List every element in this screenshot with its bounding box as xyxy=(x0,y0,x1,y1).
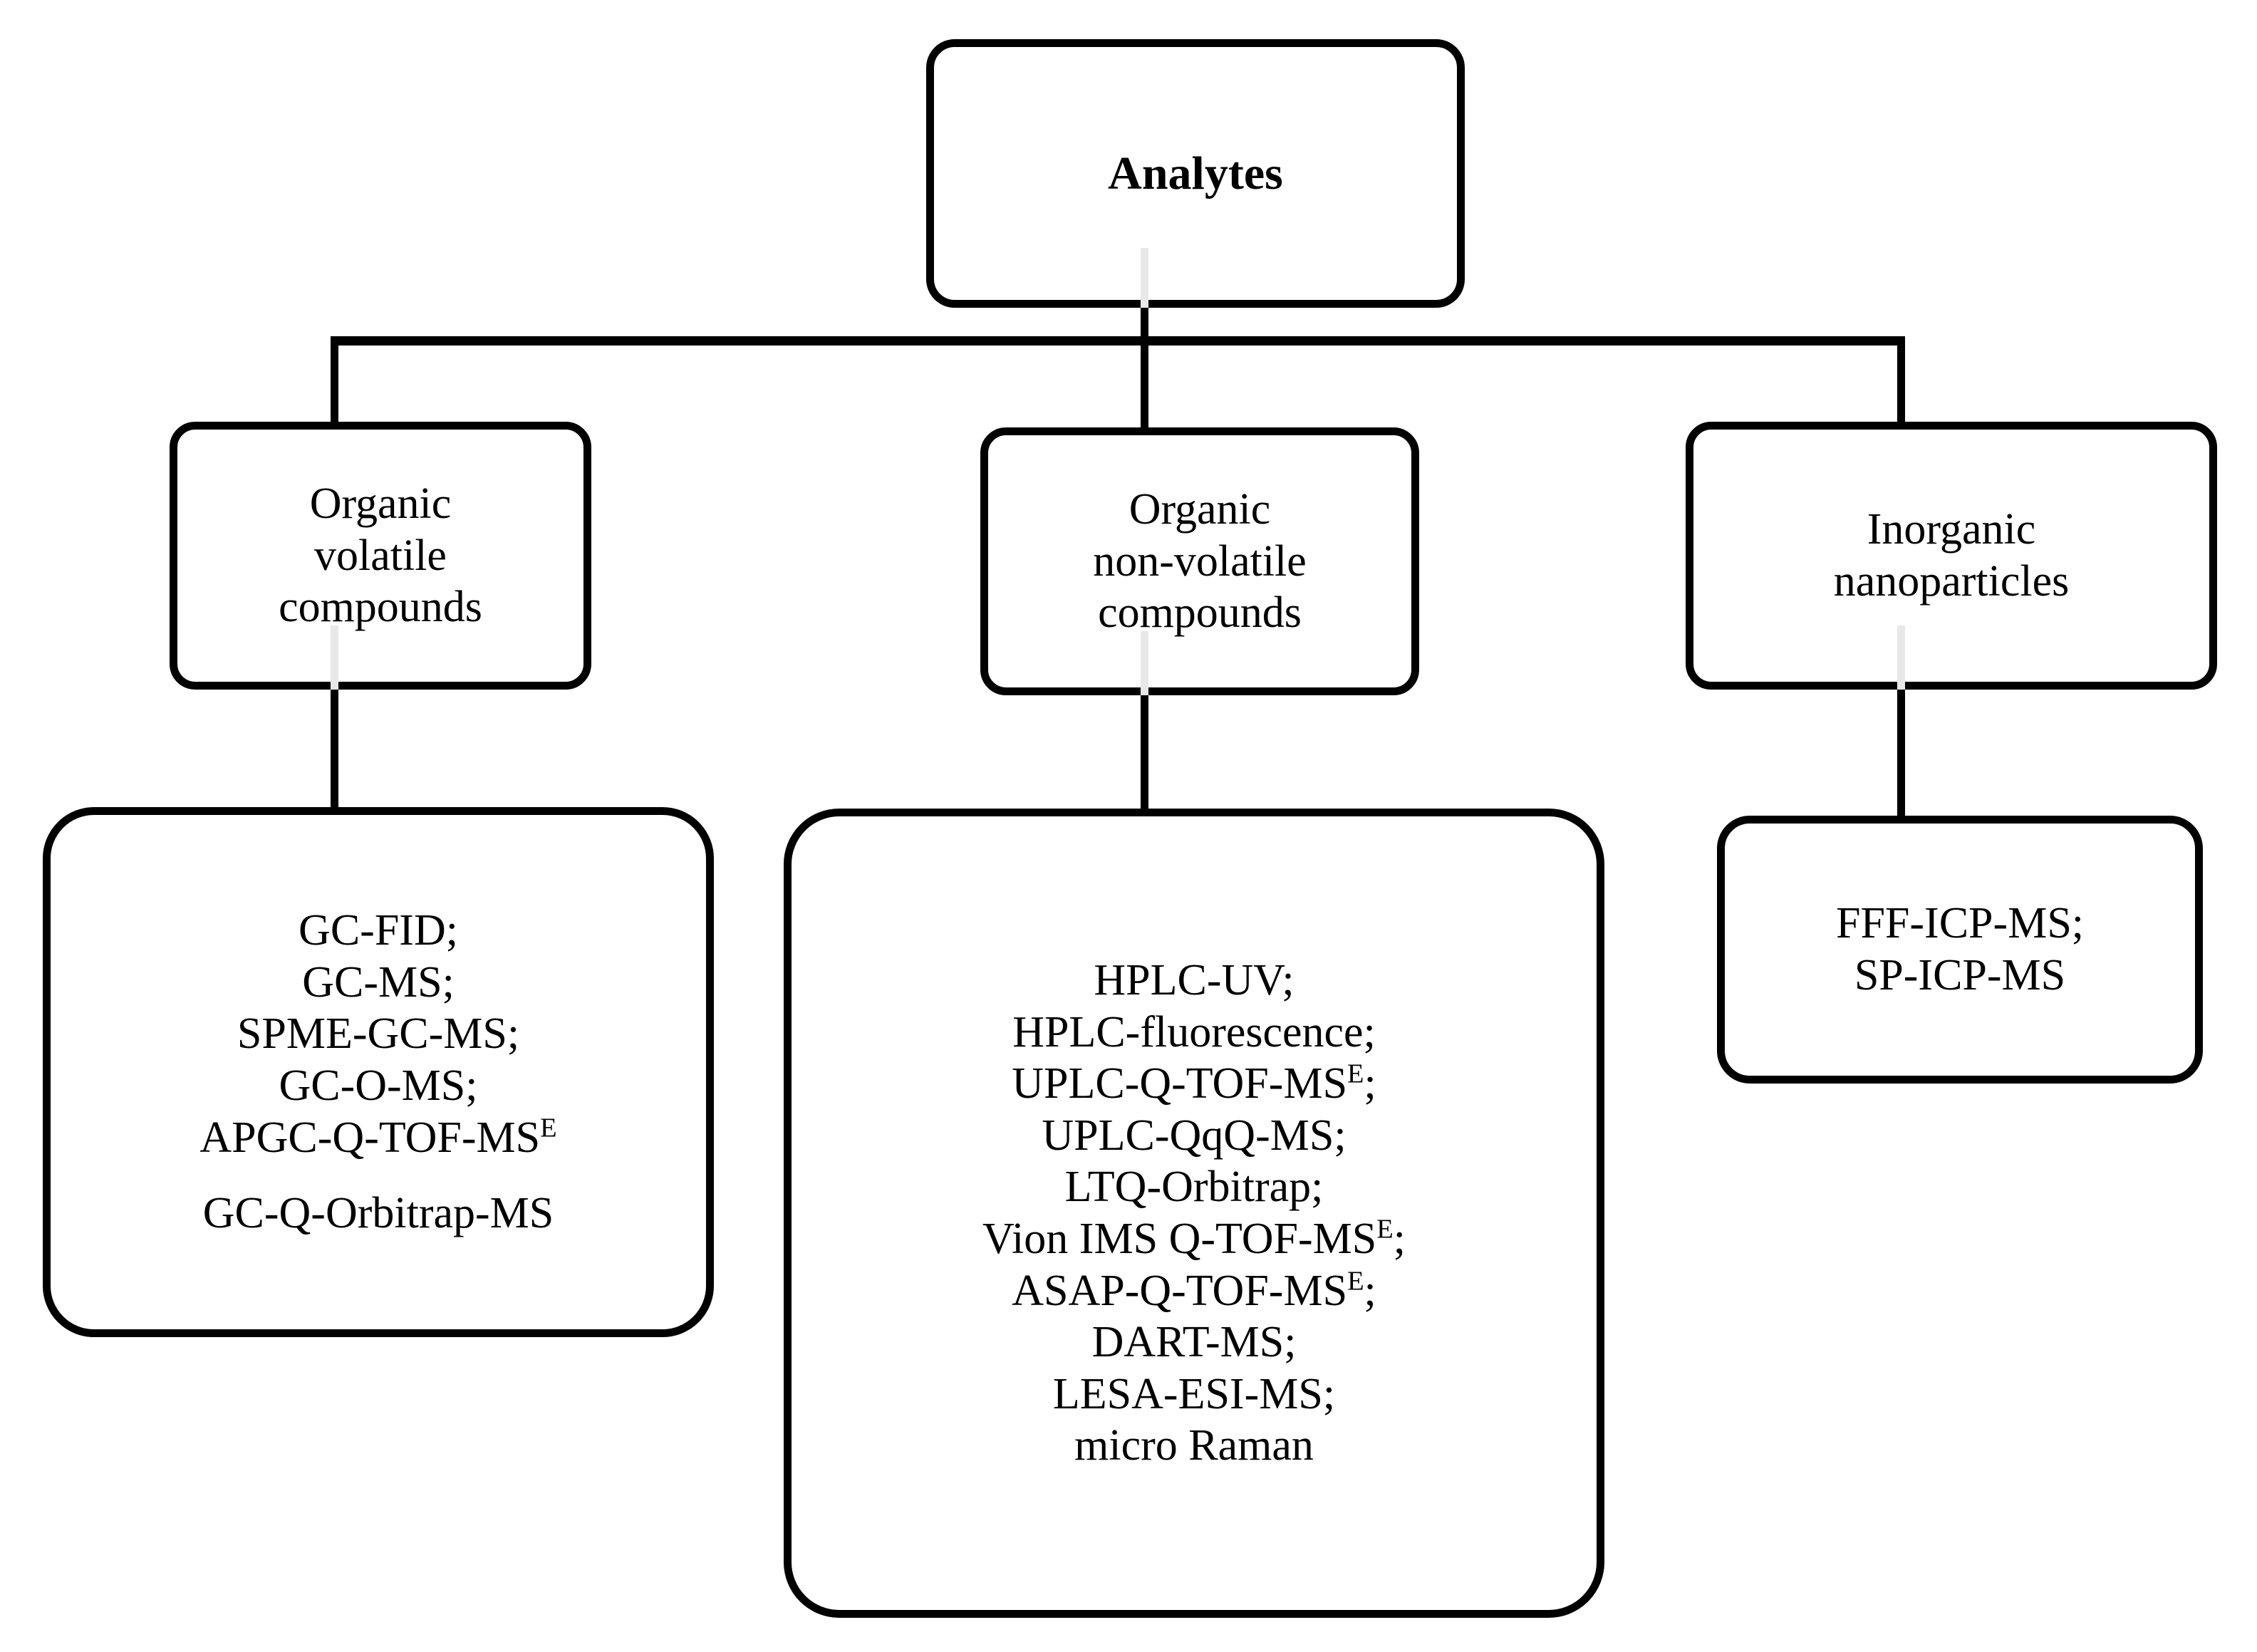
technique-base: Vion IMS Q-TOF-MS xyxy=(982,1215,1377,1263)
technique-item: micro Raman xyxy=(792,1420,1597,1472)
technique-item: GC-FID; xyxy=(299,906,458,955)
technique-tail: ; xyxy=(1364,1266,1376,1315)
technique-tail: ; xyxy=(1393,1215,1406,1263)
node-inorganic-nanoparticles-label: Inorganic nanoparticles xyxy=(1693,504,2209,607)
connector-horizontal-bus xyxy=(331,336,1905,346)
technique-item: LTQ-Orbitrap; xyxy=(792,1161,1597,1213)
node-techniques-nonvolatile[interactable]: HPLC-UV; HPLC-fluorescence; UPLC-Q-TOF-M… xyxy=(784,809,1604,1618)
technique-base: ASAP-Q-TOF-MS xyxy=(1012,1266,1348,1315)
technique-base: HPLC-fluorescence; xyxy=(1012,1007,1376,1056)
connector-drop-nonvolatile xyxy=(1141,341,1148,429)
node-line: compounds xyxy=(279,583,482,632)
technique-item: DART-MS; xyxy=(792,1316,1597,1368)
connector-inorganic-to-techniques xyxy=(1897,685,1905,819)
node-analytes-line: Analytes xyxy=(1108,147,1283,199)
technique-base: DART-MS; xyxy=(1091,1318,1297,1367)
technique-base: UPLC-QqQ-MS; xyxy=(1042,1111,1347,1160)
node-organic-non-volatile-compounds[interactable]: Organic non-volatile compounds xyxy=(980,427,1419,695)
node-line: Organic xyxy=(1128,485,1271,534)
technique-item: HPLC-UV; xyxy=(792,955,1597,1007)
technique-item: SP-ICP-MS xyxy=(1854,951,2066,999)
connector-stub-root xyxy=(1141,248,1148,308)
node-analytes-label: Analytes xyxy=(934,146,1457,201)
node-line: Inorganic xyxy=(1867,505,2036,554)
technique-item: ASAP-Q-TOF-MSE; xyxy=(792,1265,1597,1317)
connector-nonvolatile-to-techniques xyxy=(1141,691,1148,812)
technique-tail: ; xyxy=(1364,1059,1376,1108)
connector-drop-inorganic xyxy=(1897,341,1905,422)
node-analytes[interactable]: Analytes xyxy=(926,39,1465,308)
connector-stub-nonvolatile xyxy=(1141,631,1148,695)
node-organic-volatile-compounds[interactable]: Organic volatile compounds xyxy=(170,422,591,690)
node-organic-non-volatile-compounds-label: Organic non-volatile compounds xyxy=(988,484,1411,639)
technique-item: LESA-ESI-MS; xyxy=(792,1368,1597,1420)
technique-item: GC-O-MS; xyxy=(279,1061,478,1110)
technique-item: GC-Q-Orbitrap-MS xyxy=(202,1189,554,1238)
technique-item: GC-MS; xyxy=(302,957,455,1007)
connector-root-stem xyxy=(1141,303,1148,344)
technique-superscript: E xyxy=(1376,1214,1394,1245)
connector-drop-volatile xyxy=(331,341,338,422)
list-spacer xyxy=(51,1163,706,1188)
node-techniques-volatile[interactable]: GC-FID; GC-MS; SPME-GC-MS; GC-O-MS; APGC… xyxy=(43,807,714,1337)
technique-superscript: E xyxy=(1347,1059,1364,1089)
node-line: volatile xyxy=(314,531,447,580)
technique-base: APGC-Q-TOF-MS xyxy=(199,1113,541,1162)
node-line: non-volatile xyxy=(1093,536,1307,586)
technique-item: HPLC-fluorescence; xyxy=(792,1007,1597,1059)
node-line: compounds xyxy=(1098,588,1302,638)
technique-superscript: E xyxy=(540,1112,557,1143)
node-line: Organic xyxy=(309,479,452,529)
node-techniques-nonvolatile-list: HPLC-UV; HPLC-fluorescence; UPLC-Q-TOF-M… xyxy=(792,955,1597,1471)
technique-item: UPLC-Q-TOF-MSE; xyxy=(792,1058,1597,1110)
technique-base: UPLC-Q-TOF-MS xyxy=(1012,1059,1348,1108)
technique-item: UPLC-QqQ-MS; xyxy=(792,1110,1597,1162)
node-line: nanoparticles xyxy=(1833,557,2070,606)
technique-item: FFF-ICP-MS; xyxy=(1835,899,2085,948)
technique-item: Vion IMS Q-TOF-MSE; xyxy=(792,1213,1597,1265)
connector-volatile-to-techniques xyxy=(331,685,338,811)
technique-base: LTQ-Orbitrap; xyxy=(1064,1163,1324,1212)
node-inorganic-nanoparticles[interactable]: Inorganic nanoparticles xyxy=(1686,422,2217,690)
node-techniques-volatile-list: GC-FID; GC-MS; SPME-GC-MS; GC-O-MS; APGC… xyxy=(51,905,706,1239)
technique-base: HPLC-UV; xyxy=(1094,956,1294,1005)
connector-stub-inorganic xyxy=(1897,625,1905,690)
node-techniques-inorganic-list: FFF-ICP-MS; SP-ICP-MS xyxy=(1725,898,2195,1001)
node-organic-volatile-compounds-label: Organic volatile compounds xyxy=(177,478,583,633)
technique-item: SPME-GC-MS; xyxy=(237,1009,520,1059)
connector-stub-volatile xyxy=(331,625,338,690)
technique-base: micro Raman xyxy=(1074,1421,1314,1470)
technique-item: APGC-Q-TOF-MSE xyxy=(51,1112,706,1164)
technique-superscript: E xyxy=(1347,1265,1364,1296)
technique-base: LESA-ESI-MS; xyxy=(1052,1369,1336,1418)
node-techniques-inorganic[interactable]: FFF-ICP-MS; SP-ICP-MS xyxy=(1717,816,2203,1084)
